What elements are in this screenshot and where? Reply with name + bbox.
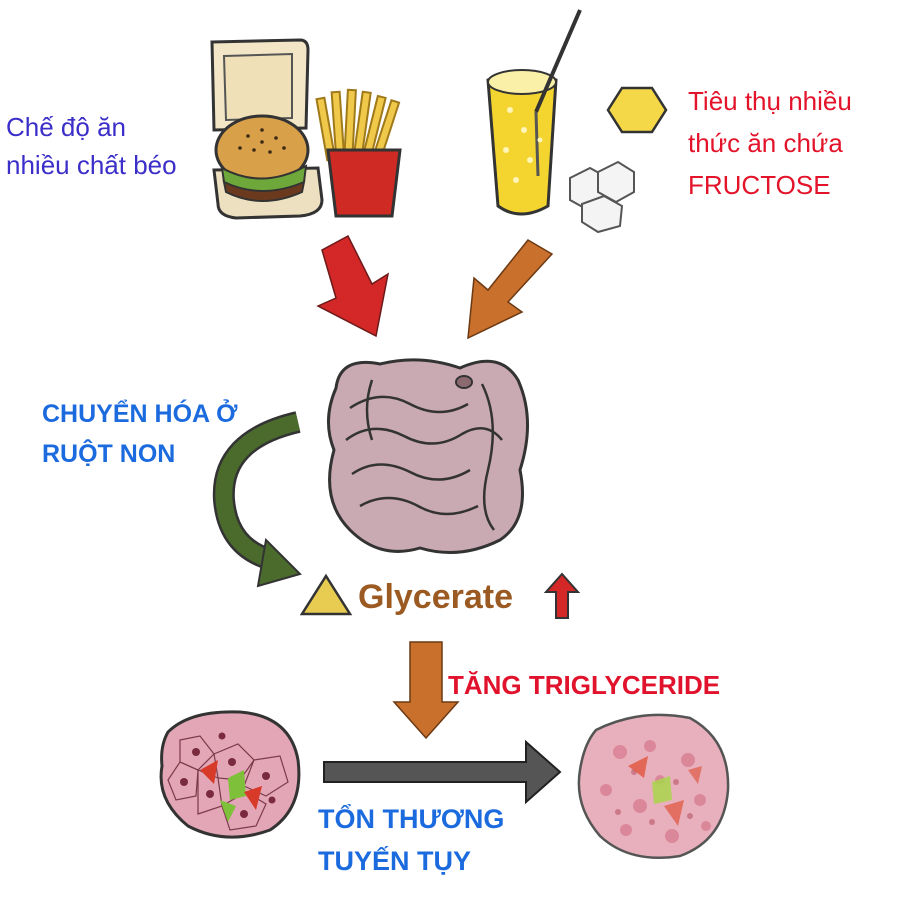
triangle-icon bbox=[299, 573, 353, 616]
green-curved-arrow bbox=[212, 411, 302, 588]
fat-diet-label: Chế độ ăn nhiều chất béo bbox=[6, 112, 177, 180]
small-intestine-metabolism-label: CHUYỂN HÓA Ở RUỘT NON bbox=[42, 400, 238, 468]
juice-glass-icon bbox=[486, 9, 582, 216]
orange-arrow bbox=[467, 239, 554, 340]
damaged-pancreas-cells-icon bbox=[577, 713, 730, 860]
red-arrow bbox=[316, 234, 390, 338]
fructose-label: Tiêu thụ nhiều thức ăn chứa FRUCTOSE bbox=[688, 86, 852, 200]
up-arrow-icon bbox=[543, 572, 581, 619]
gray-arrow bbox=[323, 739, 562, 805]
pancreas-damage-label: TỔN THƯƠNG TUYẾN TỤY bbox=[318, 804, 505, 876]
fries-icon bbox=[315, 88, 402, 218]
orange-down-arrow bbox=[392, 641, 460, 740]
hexagon-icon bbox=[606, 86, 668, 134]
sugar-cubes-icon bbox=[569, 160, 635, 234]
burger-box-icon bbox=[210, 38, 324, 220]
intestine-icon bbox=[326, 358, 529, 554]
triglyceride-label: TĂNG TRIGLYCERIDE bbox=[448, 670, 721, 700]
healthy-pancreas-cells-icon bbox=[159, 710, 301, 839]
glycerate-label: Glycerate bbox=[358, 578, 513, 616]
